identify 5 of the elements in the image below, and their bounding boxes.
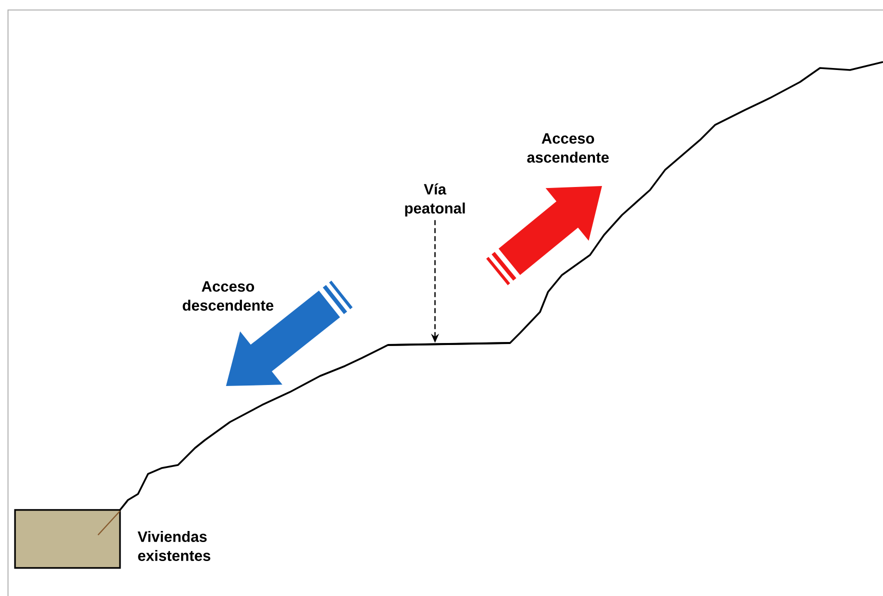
text-label: Acceso ascendente bbox=[527, 133, 609, 163]
text-label: Vía peatonal bbox=[405, 183, 465, 217]
text-label: Viviendas existentes bbox=[138, 530, 210, 561]
house-block bbox=[14, 509, 121, 569]
text-label: Acceso descendente bbox=[182, 281, 274, 311]
